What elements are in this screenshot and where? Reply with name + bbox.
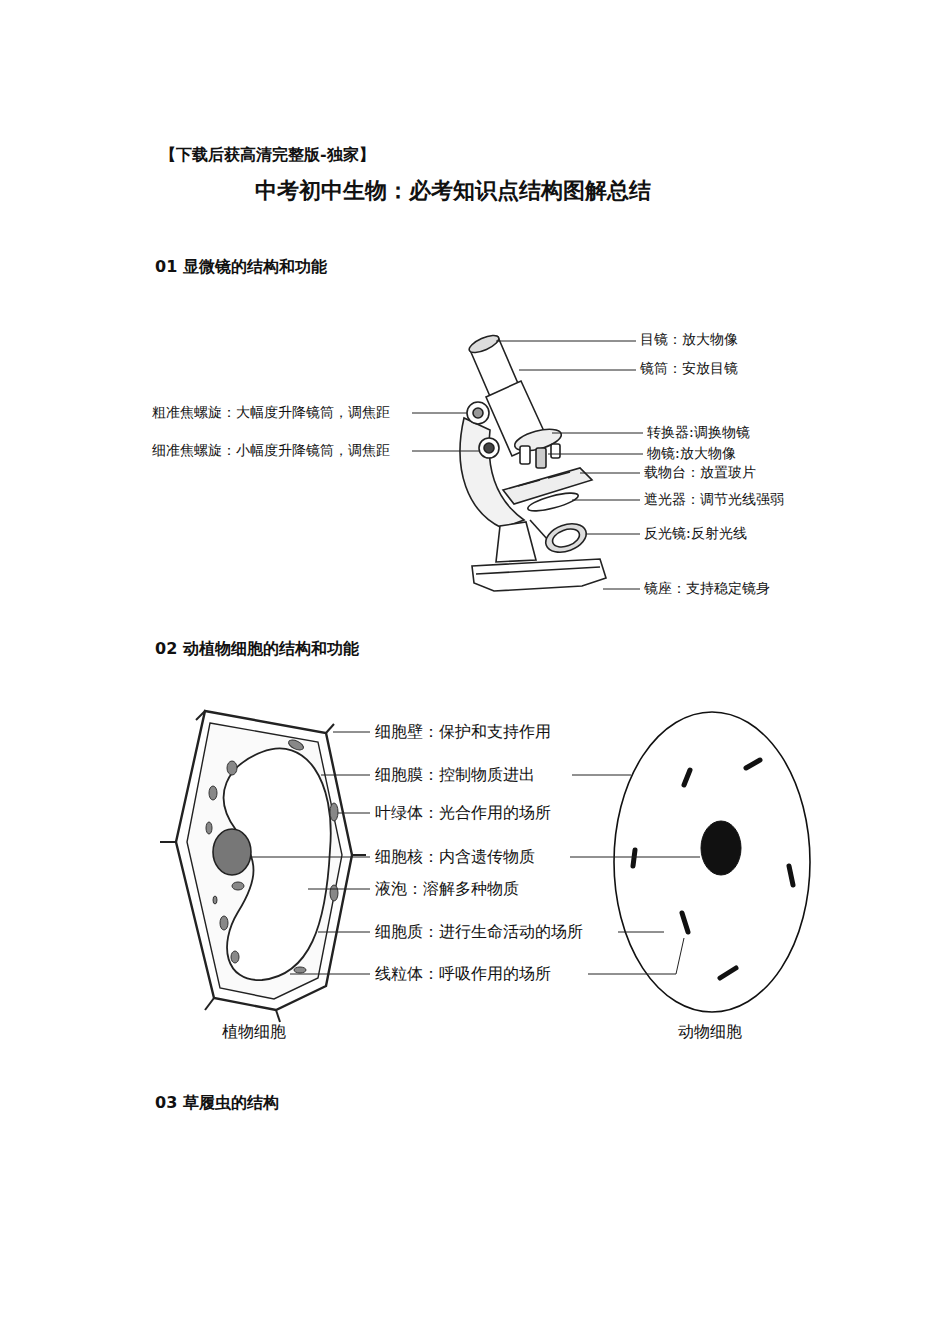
page-title: 中考初中生物：必考知识点结构图解总结 xyxy=(255,178,651,204)
part-label: 细胞核：内含遗传物质 xyxy=(375,847,535,866)
cell-leader-lines xyxy=(252,732,700,974)
section-heading: 01 显微镜的结构和功能 xyxy=(155,257,327,276)
part-label: 物镜:放大物像 xyxy=(647,445,736,462)
header-note: 【下载后获高清完整版-独家】 xyxy=(160,140,388,170)
section-heading: 02 动植物细胞的结构和功能 xyxy=(155,639,359,658)
part-label: 目镜：放大物像 xyxy=(640,331,738,348)
part-label: 液泡：溶解多种物质 xyxy=(375,879,519,898)
part-label: 细胞膜：控制物质进出 xyxy=(375,765,535,784)
part-label: 细胞质：进行生命活动的场所 xyxy=(375,922,583,941)
microscope-leader-lines xyxy=(412,341,643,589)
part-label: 叶绿体：光合作用的场所 xyxy=(375,803,551,822)
part-label: 细准焦螺旋：小幅度升降镜筒，调焦距 xyxy=(152,442,390,459)
figure-caption: 植物细胞 xyxy=(222,1022,286,1041)
part-label: 镜筒：安放目镜 xyxy=(640,360,738,377)
part-label: 反光镜:反射光线 xyxy=(644,525,747,542)
animal-cell-drawing xyxy=(614,712,810,1012)
section-heading: 03 草履虫的结构 xyxy=(155,1093,279,1112)
part-label: 细胞壁：保护和支持作用 xyxy=(375,722,551,741)
plant-cell-drawing xyxy=(160,711,366,1022)
part-label: 遮光器：调节光线强弱 xyxy=(644,491,784,508)
figure-caption: 动物细胞 xyxy=(678,1022,742,1041)
part-label: 镜座：支持稳定镜身 xyxy=(644,580,770,597)
microscope-drawing xyxy=(460,332,606,591)
part-label: 转换器:调换物镜 xyxy=(647,424,750,441)
part-label: 线粒体：呼吸作用的场所 xyxy=(375,964,551,983)
part-label: 载物台：放置玻片 xyxy=(644,464,756,481)
part-label: 粗准焦螺旋：大幅度升降镜筒，调焦距 xyxy=(152,404,390,421)
